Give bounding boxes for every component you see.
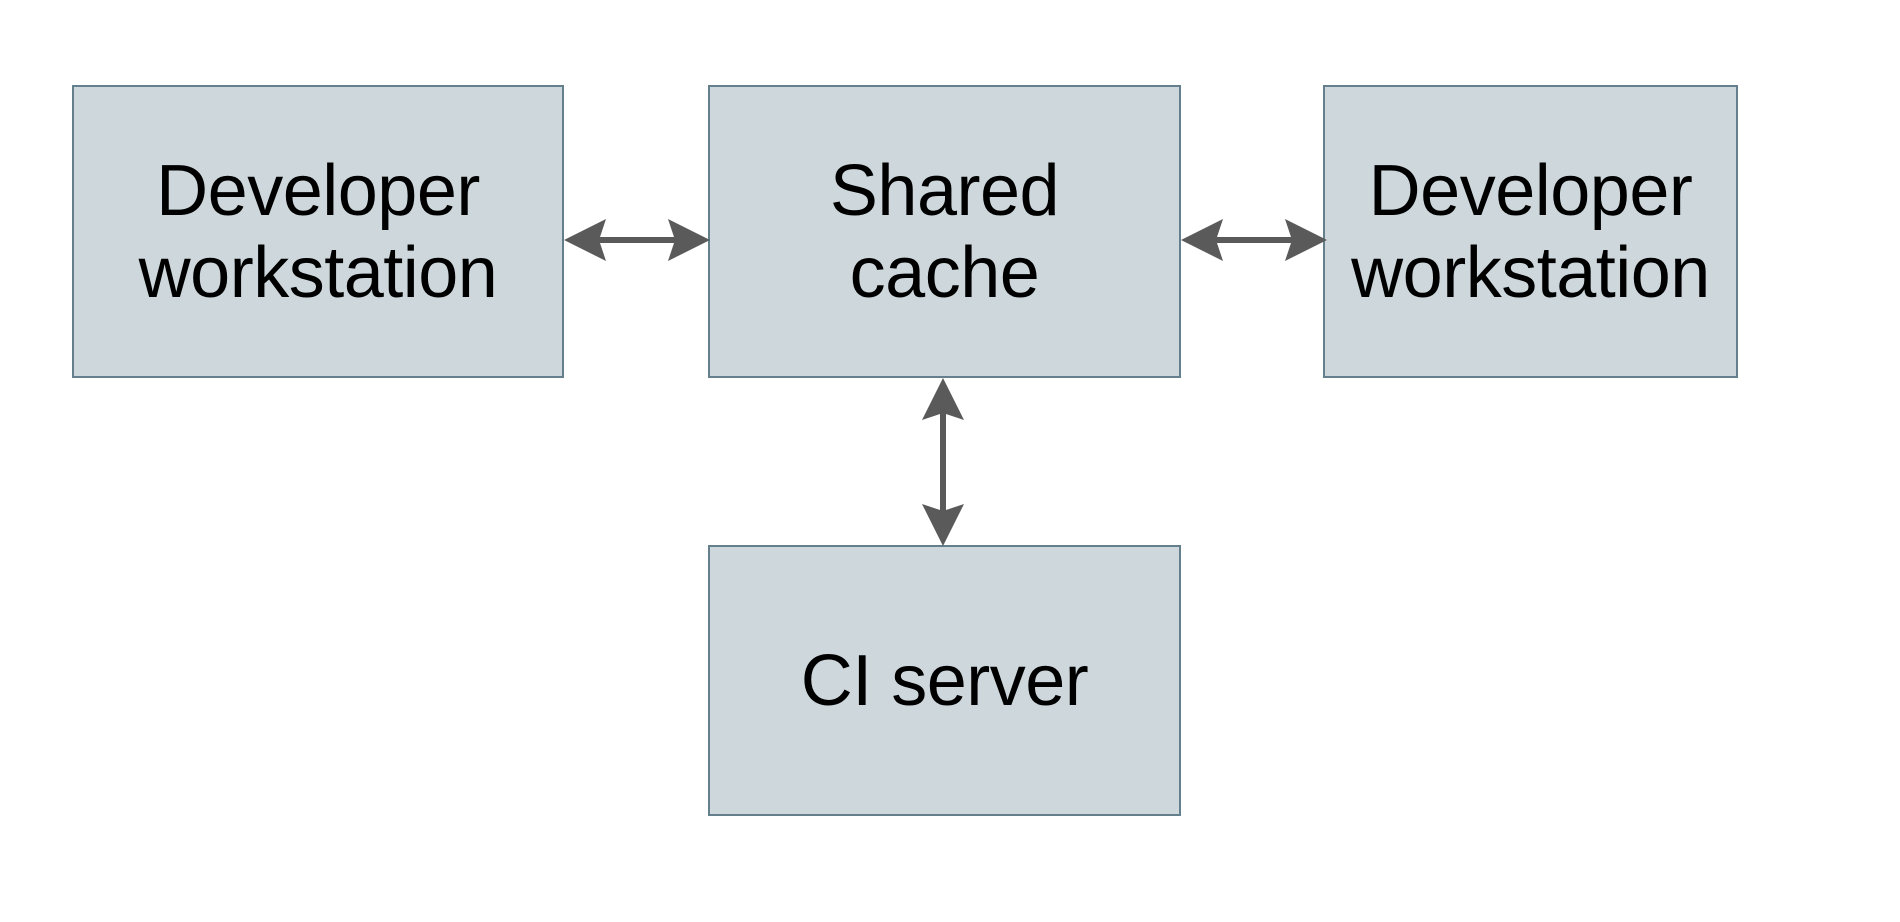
edge-shared-cache-to-dev-right[interactable]	[1181, 212, 1327, 268]
node-dev-workstation-right[interactable]: Developer workstation	[1323, 85, 1738, 378]
node-label: CI server	[800, 640, 1089, 721]
node-label: Developer workstation	[138, 150, 498, 313]
node-label: Developer workstation	[1351, 150, 1710, 313]
double-arrow-icon	[922, 378, 964, 546]
node-dev-workstation-left[interactable]: Developer workstation	[72, 85, 564, 378]
node-ci-server[interactable]: CI server	[708, 545, 1181, 816]
edge-shared-cache-to-ci-server[interactable]	[915, 378, 971, 546]
node-shared-cache[interactable]: Shared cache	[708, 85, 1181, 378]
node-label: Shared cache	[829, 150, 1060, 313]
edge-dev-left-to-shared-cache[interactable]	[564, 212, 710, 268]
double-arrow-icon	[564, 219, 710, 261]
double-arrow-icon	[1181, 219, 1327, 261]
